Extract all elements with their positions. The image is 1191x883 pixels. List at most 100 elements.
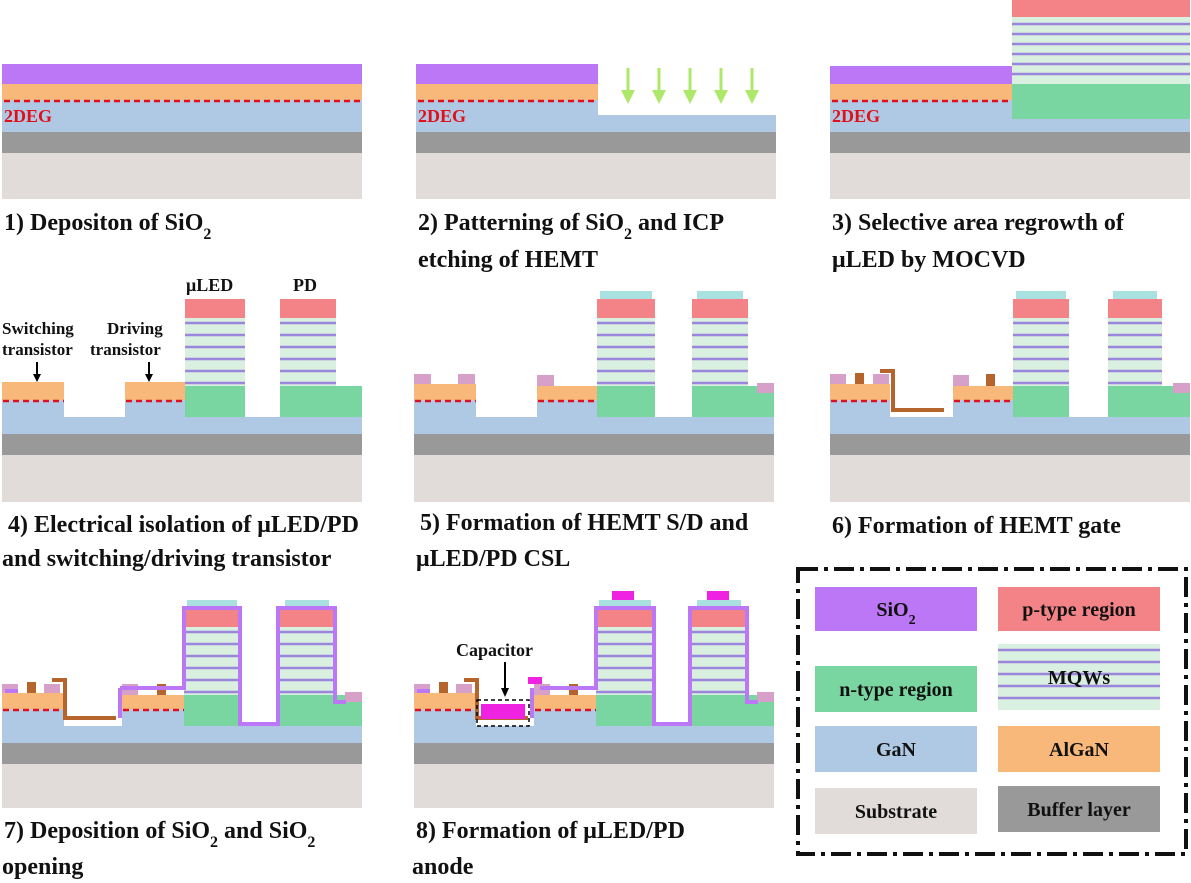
panel-step-6 (830, 291, 1190, 502)
substrate-layer (416, 153, 776, 199)
current-spreading-layer (1113, 291, 1157, 299)
capacitor-electrode (481, 704, 525, 719)
n-type-step (1162, 393, 1190, 417)
algan-driving (534, 695, 596, 709)
twodeg-label: 2DEG (418, 106, 466, 126)
legend-swatch-mqw (998, 644, 1160, 710)
step-5-caption-line1: 5) Formation of HEMT S/D and (420, 510, 749, 536)
algan-switching (414, 384, 476, 400)
switching-transistor-label-2: transistor (2, 340, 73, 359)
source-drain-contact (537, 375, 554, 386)
mqw-region (280, 318, 336, 386)
switching-transistor-label-1: Switching (2, 319, 74, 338)
gate-contact (986, 374, 995, 386)
source-drain-contact (414, 374, 431, 384)
step-7-caption-line2: opening (2, 854, 83, 880)
gan-layer-raised (416, 100, 598, 115)
algan-switching (414, 693, 476, 709)
step-8-caption-line1: 8) Formation of μLED/PD (416, 818, 685, 844)
source-drain-contact (44, 684, 60, 693)
buffer-layer (2, 434, 362, 455)
step-6-caption: 6) Formation of HEMT gate (832, 513, 1121, 539)
gate-interconnect (52, 678, 116, 720)
cathode-contact (757, 692, 774, 702)
step-8-caption-line2: anode (412, 854, 474, 880)
pointer-arrow (501, 662, 509, 697)
mqw-region (596, 627, 654, 695)
step-3-caption-line1: 3) Selective area regrowth of (832, 210, 1125, 236)
gan-layer (2, 100, 362, 132)
algan-driving (537, 386, 597, 400)
p-type-region (184, 608, 240, 627)
panel-step-1: 2DEG (2, 64, 362, 199)
sio2-layer (830, 66, 1012, 84)
mqw-stack (1012, 17, 1190, 84)
current-spreading-layer (697, 600, 741, 608)
gan-mesa-driving (953, 400, 1013, 417)
twodeg-label: 2DEG (4, 106, 52, 126)
source-drain-contact (458, 374, 475, 384)
cathode-contact (757, 383, 774, 393)
gan-mesa-driving (122, 709, 184, 726)
uled-mesa (1013, 291, 1069, 417)
legend-label-sio2: SiO2 (876, 599, 915, 628)
buffer-layer (2, 132, 362, 153)
mqw-region (1108, 318, 1162, 386)
panel-step-7 (2, 600, 362, 808)
current-spreading-layer (1016, 291, 1066, 299)
mqw-region (184, 627, 240, 695)
source-drain-contact (830, 374, 846, 384)
pd-mesa (280, 299, 362, 417)
pointer-arrow (145, 362, 153, 382)
etch-arrows (621, 68, 759, 104)
p-type-region (1108, 299, 1162, 318)
legend-swatch-p-type (998, 587, 1160, 631)
n-type-step (336, 393, 362, 417)
anode-interconnect (528, 677, 542, 684)
n-type-step (746, 702, 774, 726)
n-type-region (596, 695, 654, 726)
algan-switching (2, 693, 64, 709)
gan-mesa-driving (534, 709, 596, 726)
driving-transistor-label-1: Driving (107, 319, 163, 338)
p-type-region (1012, 0, 1190, 17)
etch-arrow (652, 68, 666, 104)
gan-layer (2, 417, 362, 434)
buffer-layer (416, 132, 776, 153)
cathode-contact (1173, 383, 1190, 393)
mqw-region (1013, 318, 1069, 386)
cathode-contact (345, 692, 362, 702)
etch-arrow (745, 68, 759, 104)
gate-interconnect (880, 369, 944, 412)
algan-layer (830, 84, 1012, 100)
gan-mesa-switching (2, 709, 64, 726)
algan-switching (2, 382, 64, 400)
sio2-layer (2, 64, 362, 84)
buffer-layer (830, 434, 1190, 455)
capacitor-label: Capacitor (456, 640, 533, 660)
gan-layer (416, 115, 776, 132)
step-2-caption-line2: etching of HEMT (418, 247, 598, 273)
panel-step-8: Capacitor (414, 591, 774, 808)
uled-mesa (596, 591, 654, 726)
gan-layer (414, 417, 774, 434)
buffer-layer (2, 743, 362, 764)
current-spreading-layer (599, 600, 651, 608)
gan-mesa-switching (414, 709, 476, 726)
driving-transistor-label-2: transistor (90, 340, 161, 359)
substrate-layer (830, 455, 1190, 502)
uled-mesa (185, 299, 245, 417)
etch-arrow (683, 68, 697, 104)
gate-contact (855, 373, 864, 384)
p-type-region (597, 299, 655, 318)
substrate-layer (414, 455, 774, 502)
mqw-region (692, 627, 746, 695)
legend-swatch-substrate (815, 788, 977, 834)
n-type-region (597, 386, 655, 417)
legend-swatch-buffer (998, 786, 1160, 832)
gan-mesa-switching (830, 400, 890, 417)
p-type-region (1013, 299, 1069, 318)
mqw-region (185, 318, 245, 386)
pointer-arrow (33, 362, 41, 382)
n-type-step (748, 393, 774, 417)
